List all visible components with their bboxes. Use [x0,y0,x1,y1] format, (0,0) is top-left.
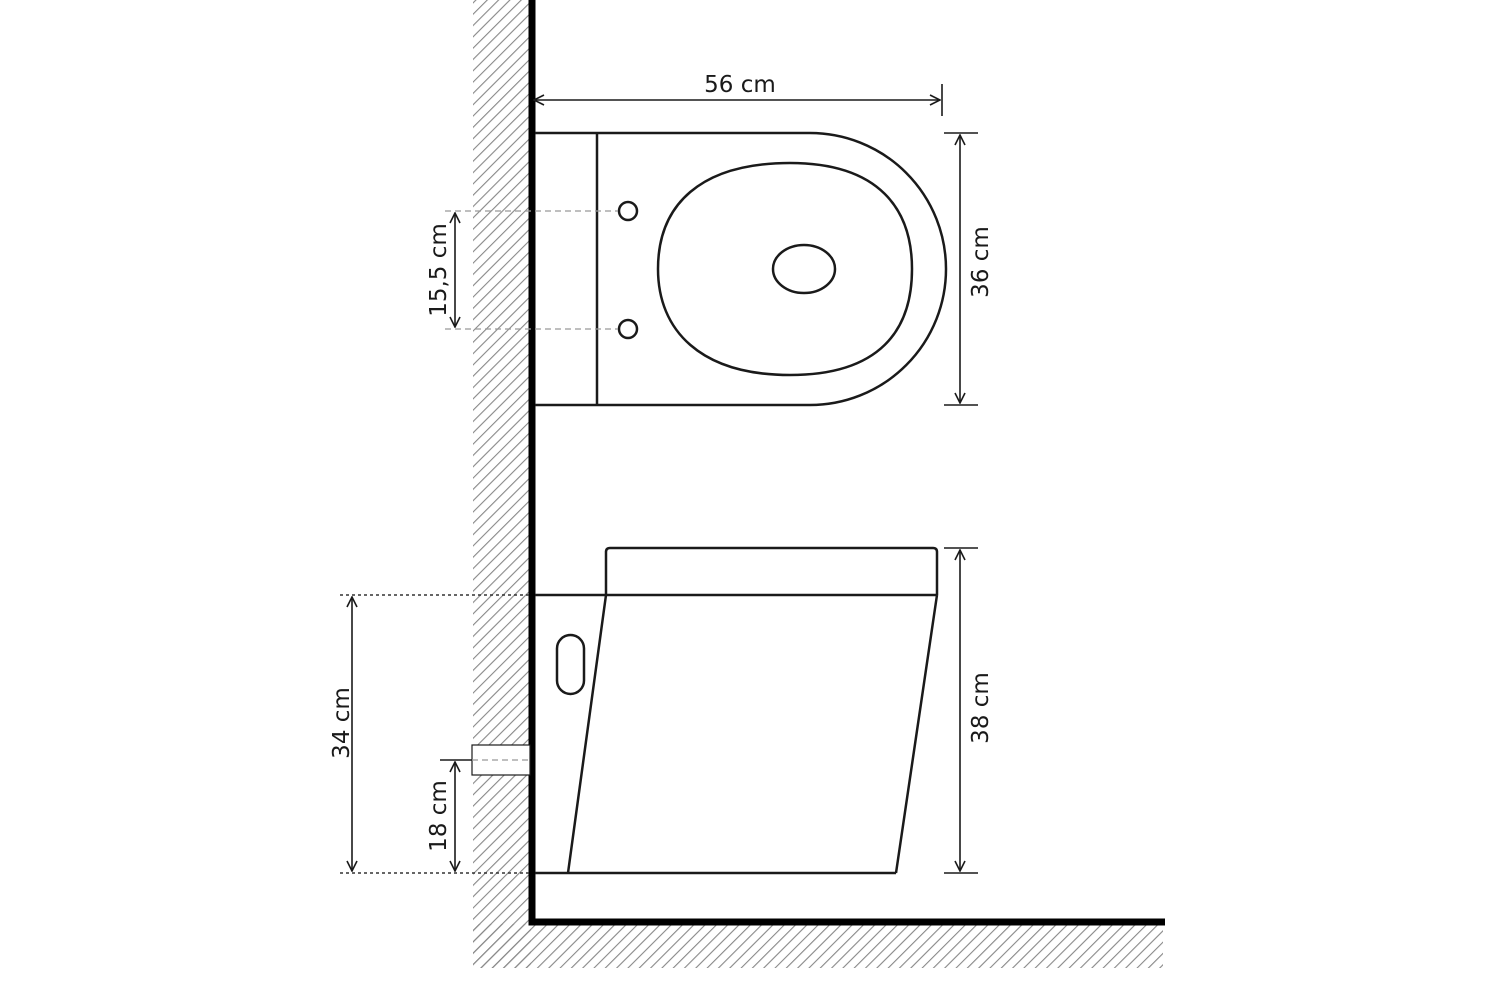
wall [473,0,1165,968]
drain-pipe [471,744,531,776]
mount-height-label: 34 cm [329,687,355,759]
flush-hole [771,243,837,295]
depth-label: 56 cm [704,72,776,98]
dimension-lines [352,84,978,874]
toilet-side-view [340,546,939,875]
side-slot [555,633,586,696]
drain-height-label: 18 cm [426,780,452,852]
seat-hole-top [617,200,639,222]
width-label: 36 cm [968,226,994,298]
seat-hole-spacing-label: 15,5 cm [426,223,452,317]
height-label: 38 cm [968,672,994,744]
seat-outline [656,161,914,377]
seat-hole-bottom [617,318,639,340]
toilet-top-view [445,131,948,407]
